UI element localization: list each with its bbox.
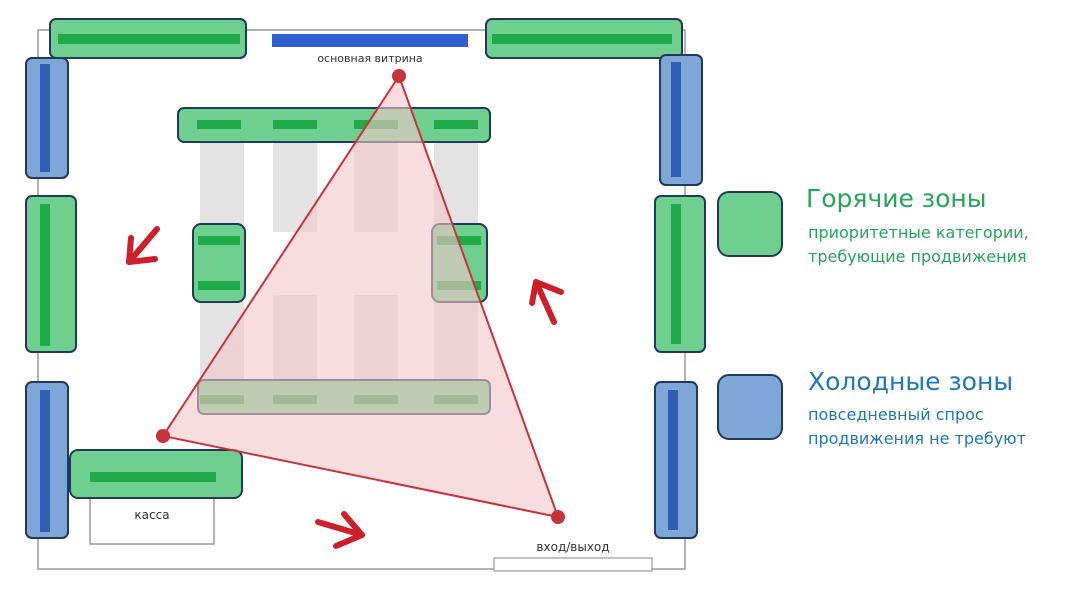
cold-zone-legend-line2: продвижения не требуют <box>808 429 1026 448</box>
hot-zone-top-left <box>49 18 247 59</box>
triangle-vertex-entrance <box>551 510 565 524</box>
hot-zone-legend-line2: требующие продвижения <box>808 247 1027 266</box>
hot-zone-right-middle <box>654 195 706 353</box>
hot-zone-legend-title: Горячие зоны <box>806 184 987 213</box>
checkout-label: касса <box>134 508 169 522</box>
hot-zone-legend-line1: приоритетные категории, <box>808 223 1029 242</box>
triangle-vertex-window <box>392 69 406 83</box>
cold-zone-legend-title: Холодные зоны <box>808 367 1014 396</box>
flow-arrow-downleft-icon <box>126 226 160 265</box>
entrance-doorway <box>493 557 653 572</box>
cold-zone-legend-line1: повседневный спрос <box>808 405 984 424</box>
hot-zone-checkout-shelf <box>69 449 243 499</box>
golden-triangle <box>156 69 565 524</box>
hot-zone-center-top-shelf <box>177 107 491 143</box>
cold-zone-left-top <box>25 57 69 179</box>
flow-arrow-right-icon <box>315 511 365 549</box>
hot-zone-left-middle <box>25 195 77 353</box>
hot-zone-center-left-block <box>192 223 246 303</box>
main-window-label: основная витрина <box>317 52 422 65</box>
main-window-bar <box>272 34 468 47</box>
hot-zone-swatch <box>717 191 783 257</box>
triangle-vertex-checkout <box>156 429 170 443</box>
flow-arrow-up-icon <box>529 279 564 325</box>
cold-zone-left-bottom <box>25 381 69 539</box>
hot-zone-top-right <box>485 18 683 59</box>
entrance-label: вход/выход <box>536 540 609 554</box>
cold-zone-right-bottom <box>654 381 698 539</box>
cold-zone-right-top <box>659 54 703 186</box>
cold-zone-swatch <box>717 374 783 440</box>
